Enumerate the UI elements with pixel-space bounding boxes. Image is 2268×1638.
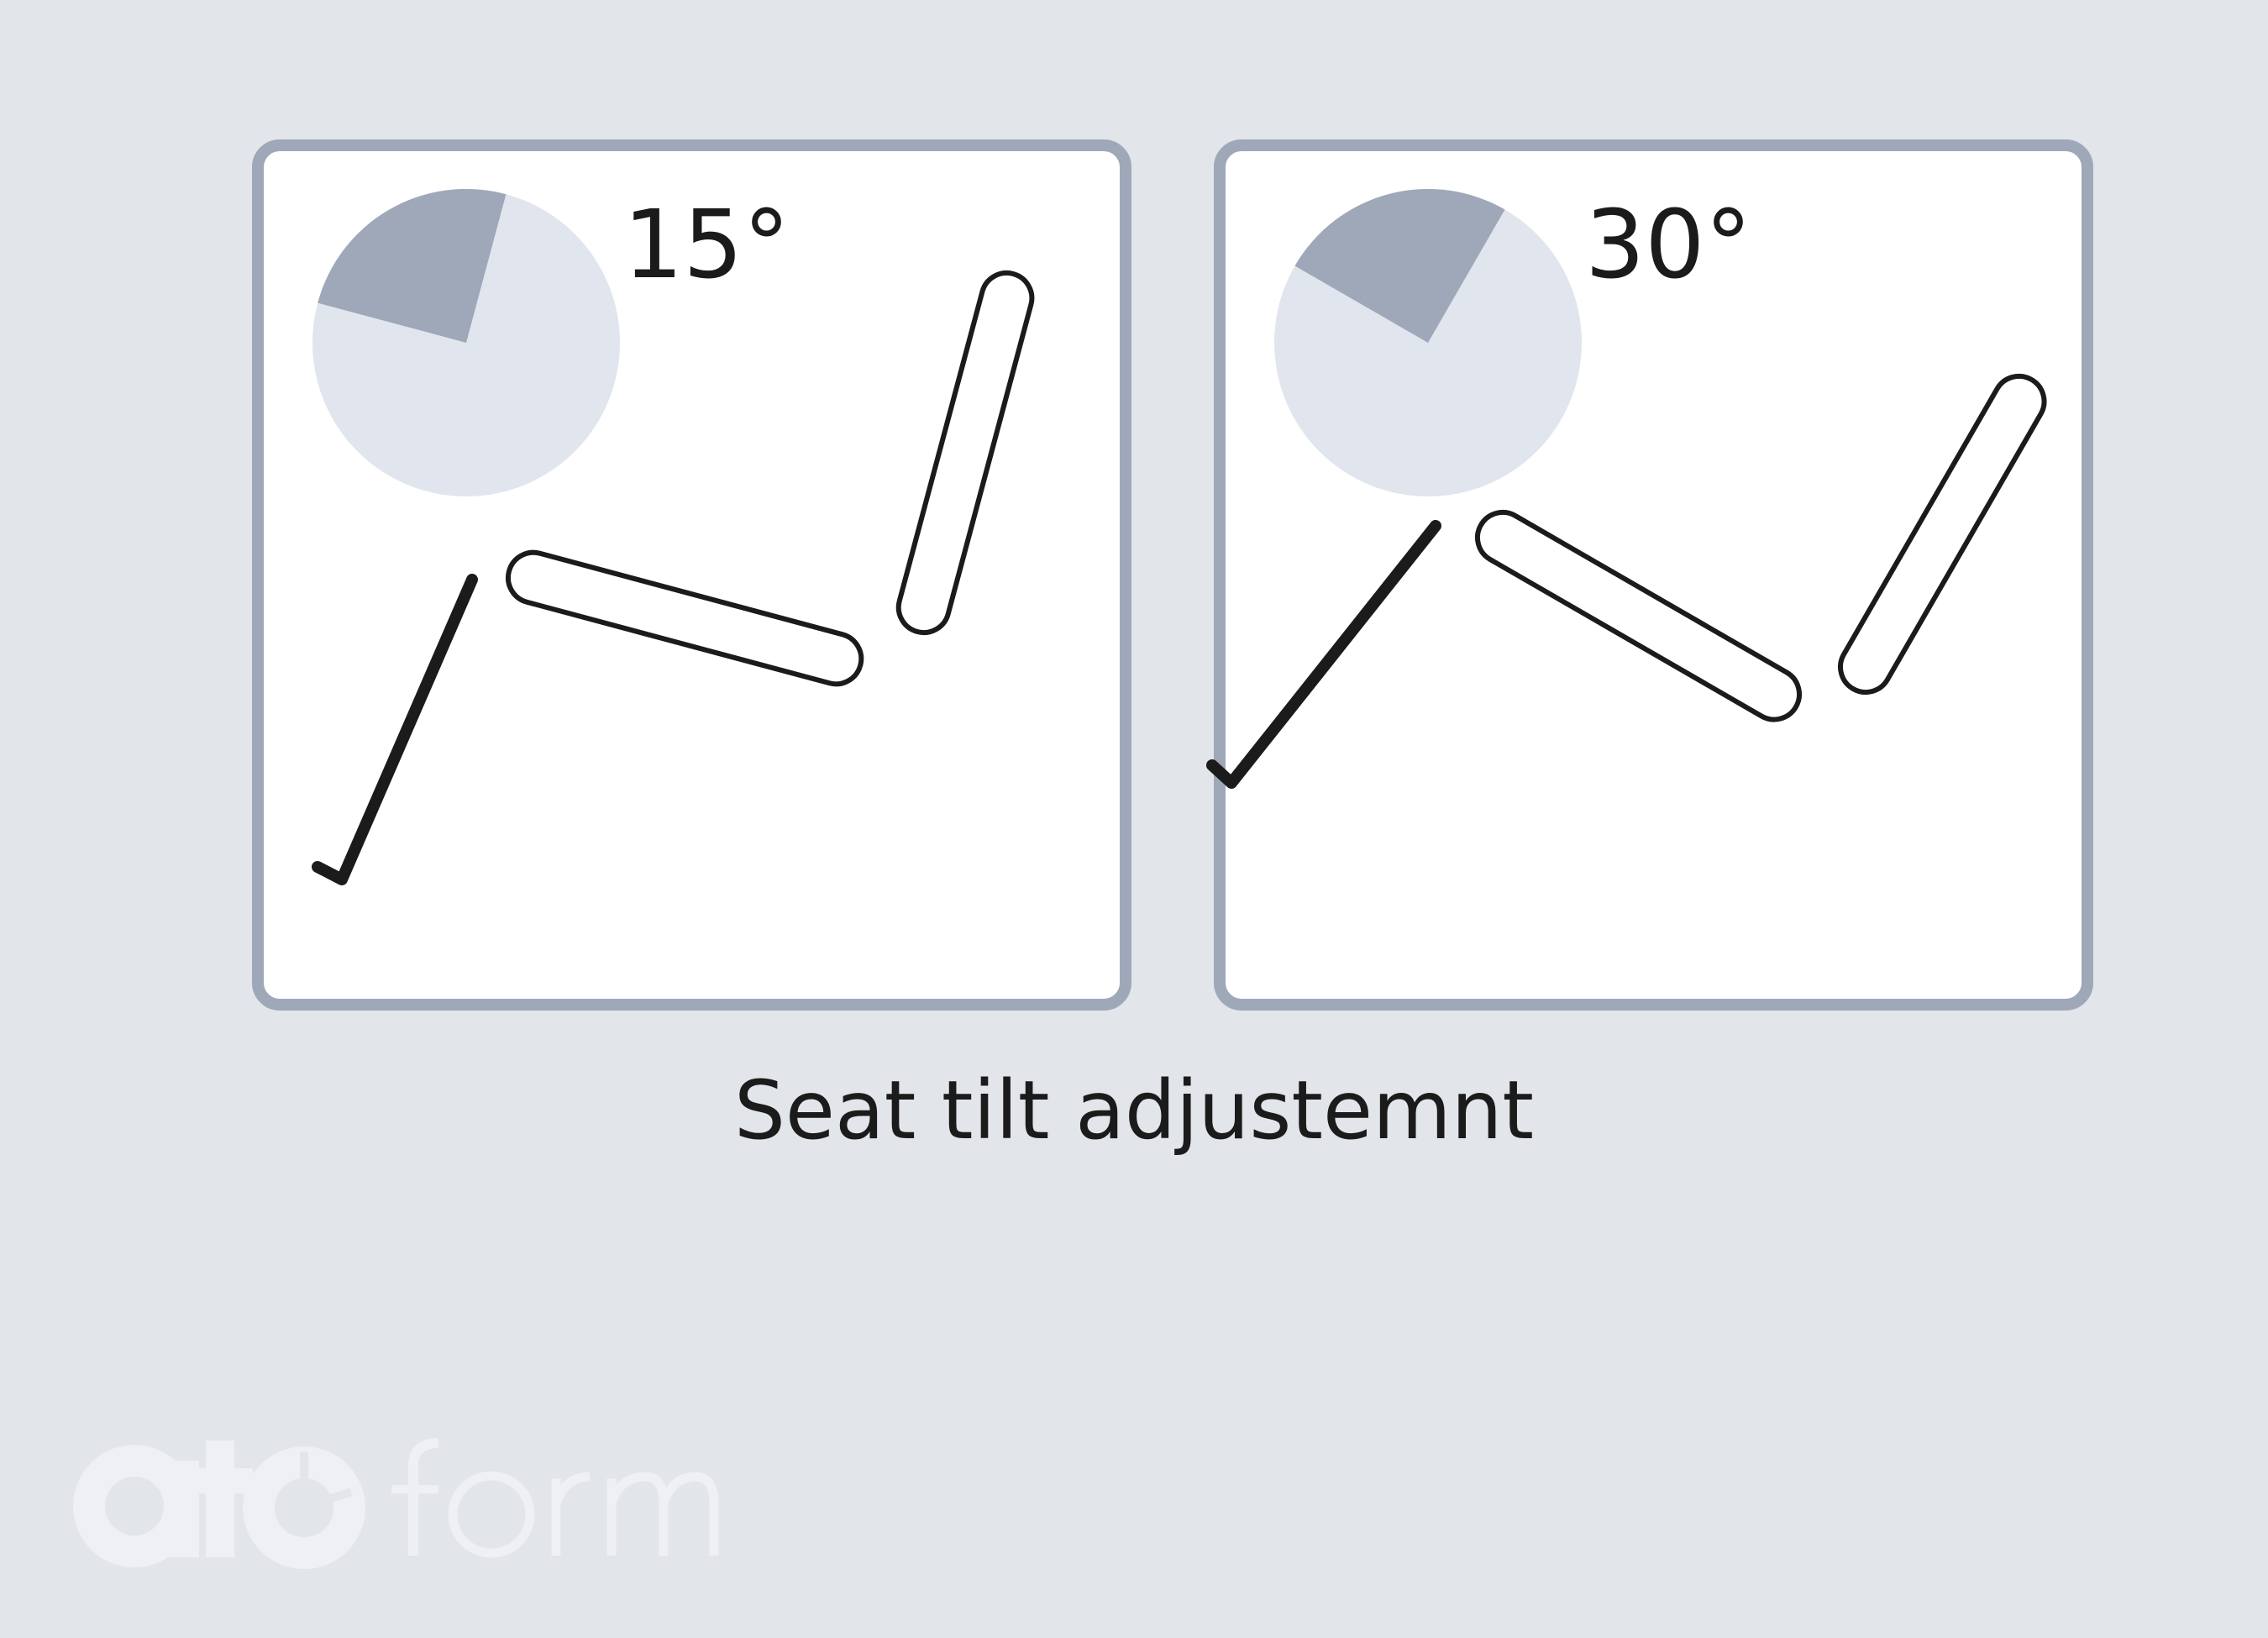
angle-label: 30° [1585, 191, 1752, 300]
seat-cushion [1474, 510, 1803, 722]
backrest [895, 270, 1035, 636]
seat-cushion [505, 549, 864, 687]
angle-label: 15° [623, 191, 790, 300]
panel-30: 30° [1206, 139, 2093, 1011]
backrest [1838, 373, 2047, 696]
pie-angle-sector [1294, 188, 1505, 343]
angle-pie-30 [1274, 188, 1582, 496]
leg-rest [312, 574, 478, 885]
angle-pie-15 [312, 188, 620, 496]
diagram-caption: Seat tilt adjustemnt [733, 1063, 1535, 1158]
pie-angle-sector [318, 188, 507, 343]
panel-15: 15° [252, 139, 1131, 1011]
leg-rest [1206, 520, 1441, 789]
ato-form-logo [73, 1438, 719, 1569]
